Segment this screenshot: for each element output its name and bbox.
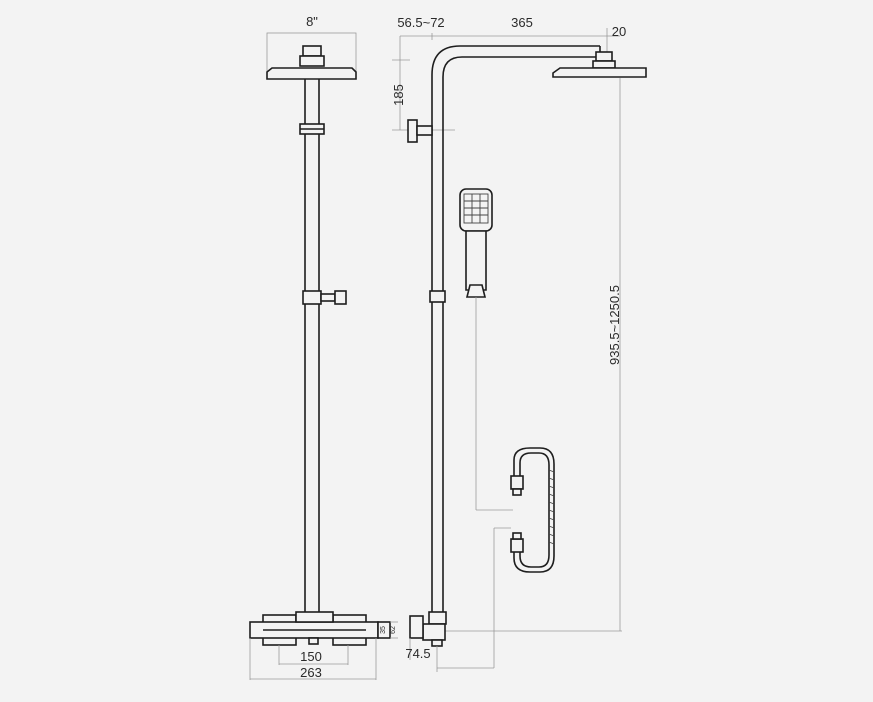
inlet-spacing-dimension: 150 bbox=[278, 645, 349, 665]
valve-depth-35-label: 35 bbox=[380, 626, 387, 634]
total-height-dimension: 935.5~1250.5 bbox=[440, 78, 622, 632]
inlet-spacing-label: 150 bbox=[300, 649, 322, 664]
valve-width-dimension: 263 bbox=[249, 638, 377, 680]
wall-bracket-side bbox=[407, 119, 433, 143]
valve-depth-dimensions: 35 62 bbox=[380, 621, 398, 639]
valve-projection-label: 74.5 bbox=[405, 646, 430, 661]
rain-shower-head-side bbox=[552, 51, 647, 78]
valve-side: 74.5 bbox=[405, 611, 447, 672]
thermostatic-valve-front bbox=[249, 611, 391, 646]
total-height-label: 935.5~1250.5 bbox=[607, 285, 622, 365]
slide-holder-side bbox=[429, 290, 446, 303]
hand-shower bbox=[459, 188, 513, 511]
riser-pipe-front bbox=[304, 79, 320, 620]
arm-offset-label: 56.5~72 bbox=[397, 15, 444, 30]
arm-dimensions: 56.5~72 365 20 bbox=[397, 15, 626, 130]
bracket-height-dimension: 185 bbox=[391, 59, 455, 131]
arm-length-label: 365 bbox=[511, 15, 533, 30]
front-view: 8" bbox=[249, 14, 398, 680]
upper-bracket-front bbox=[299, 123, 325, 135]
head-drop-label: 20 bbox=[612, 24, 626, 39]
valve-depth-62-label: 62 bbox=[390, 626, 397, 634]
bracket-height-label: 185 bbox=[391, 84, 406, 106]
rain-shower-head-front bbox=[266, 45, 357, 80]
side-view: 56.5~72 365 20 185 935.5~1250.5 bbox=[391, 15, 647, 672]
head-size-label: 8" bbox=[306, 14, 318, 29]
shower-hose bbox=[437, 447, 555, 669]
valve-width-label: 263 bbox=[300, 665, 322, 680]
slide-holder-front bbox=[302, 290, 347, 305]
